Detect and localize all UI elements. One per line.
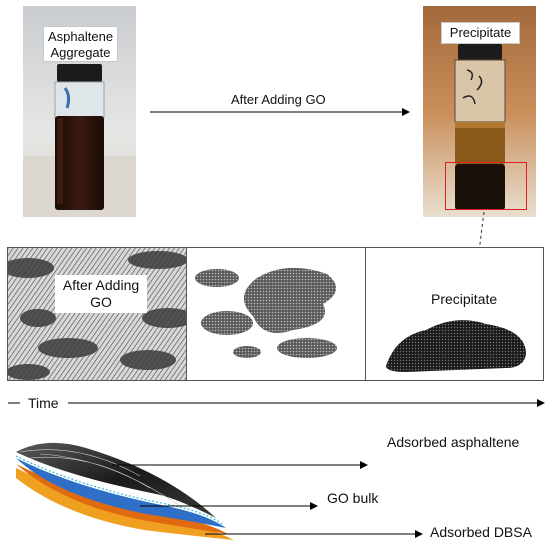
panel-label-line1: After Adding xyxy=(62,277,140,293)
panel-precipitate-label: Precipitate xyxy=(431,291,498,307)
after-adding-go-arrow xyxy=(150,108,410,116)
go-sheet-layers-illustration xyxy=(15,442,234,540)
precipitate-photo-label: Precipitate xyxy=(441,22,520,44)
time-axis-arrow xyxy=(68,399,545,407)
panel-precipitate xyxy=(365,247,544,381)
adsorbed-asphaltene-label: Adsorbed asphaltene xyxy=(387,434,520,450)
panel-after-adding-go-label: After Adding GO xyxy=(55,275,147,313)
asphaltene-aggregate-label: Asphaltene Aggregate xyxy=(43,26,118,62)
after-adding-go-label: After Adding GO xyxy=(231,92,326,107)
precipitate-highlight-box xyxy=(445,162,527,210)
adsorbed-dbsa-arrow xyxy=(205,530,423,538)
adsorbed-dbsa-label: Adsorbed DBSA xyxy=(430,524,532,540)
panel-go-dispersed xyxy=(7,247,187,381)
time-axis-label: Time xyxy=(28,395,59,411)
adsorbed-asphaltene-arrow xyxy=(112,461,368,469)
panel-label-line2: GO xyxy=(90,294,112,310)
go-bulk-label: GO bulk xyxy=(327,490,379,506)
panel-aggregating xyxy=(186,247,366,381)
asphaltene-label-line1: Asphaltene xyxy=(48,29,114,44)
asphaltene-label-line2: Aggregate xyxy=(50,45,111,60)
time-axis-left-tick xyxy=(8,402,20,404)
go-bulk-arrow xyxy=(140,502,318,510)
